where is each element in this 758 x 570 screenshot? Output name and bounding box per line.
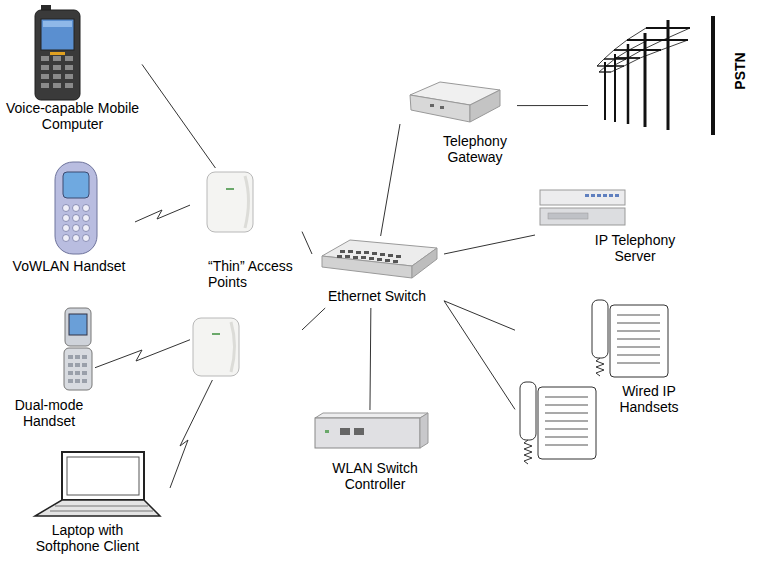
device-node: Dual-mode Handset — [5, 305, 95, 433]
device-label: Voice-capable Mobile Computer — [5, 100, 140, 132]
mobile-computer-icon — [35, 5, 80, 100]
network-link — [517, 105, 588, 106]
network-link — [95, 340, 190, 368]
device-node: Voice-capable Mobile Computer — [5, 5, 142, 137]
device-label: Telephony Gateway — [435, 133, 515, 165]
device-node: Laptop with Softphone Client — [5, 448, 170, 560]
device-label: IP Telephony Server — [580, 232, 690, 264]
network-link — [369, 308, 371, 410]
device-label: PSTN — [732, 51, 748, 91]
device-label: VoWLAN Handset — [5, 258, 133, 274]
device-label: Wired IP Handsets — [605, 383, 693, 415]
device-node: Telephony Gateway — [400, 78, 517, 170]
desk-phone-icon — [520, 382, 596, 464]
server-icon — [540, 190, 625, 225]
laptop-icon — [35, 452, 160, 516]
access-point-icon — [193, 318, 239, 376]
device-label: Dual-mode Handset — [5, 397, 93, 429]
access-point-icon — [207, 172, 253, 232]
network-link — [135, 205, 190, 222]
vowlan-handset-icon — [55, 162, 97, 254]
device-label: “Thin” Access Points — [208, 258, 300, 290]
telephone-poles-icon — [597, 16, 713, 135]
device-node: PSTN — [588, 8, 753, 138]
device-node: VoWLAN Handset — [5, 158, 135, 278]
device-node: WLAN Switch Controller — [305, 410, 445, 505]
device-node: IP Telephony Server — [535, 186, 705, 272]
device-node: Ethernet Switch — [312, 236, 444, 308]
device-node: Wired IP Handsets — [515, 295, 695, 471]
device-label: Ethernet Switch — [312, 288, 442, 304]
network-link — [170, 380, 212, 488]
network-link — [444, 301, 515, 410]
device-node: “Thin” Access Points — [190, 168, 302, 380]
network-link — [142, 64, 215, 168]
network-link — [444, 235, 535, 254]
device-label: Laptop with Softphone Client — [20, 522, 155, 554]
ethernet-switch-icon — [322, 240, 437, 278]
network-link — [381, 124, 400, 236]
network-link — [302, 232, 312, 254]
network-link — [302, 308, 325, 330]
dual-mode-handset-icon — [64, 308, 92, 390]
wlan-controller-icon — [315, 413, 428, 448]
device-label: WLAN Switch Controller — [315, 460, 435, 492]
gateway-icon — [410, 82, 500, 122]
network-link — [444, 301, 515, 330]
desk-phone-icon — [592, 300, 668, 377]
